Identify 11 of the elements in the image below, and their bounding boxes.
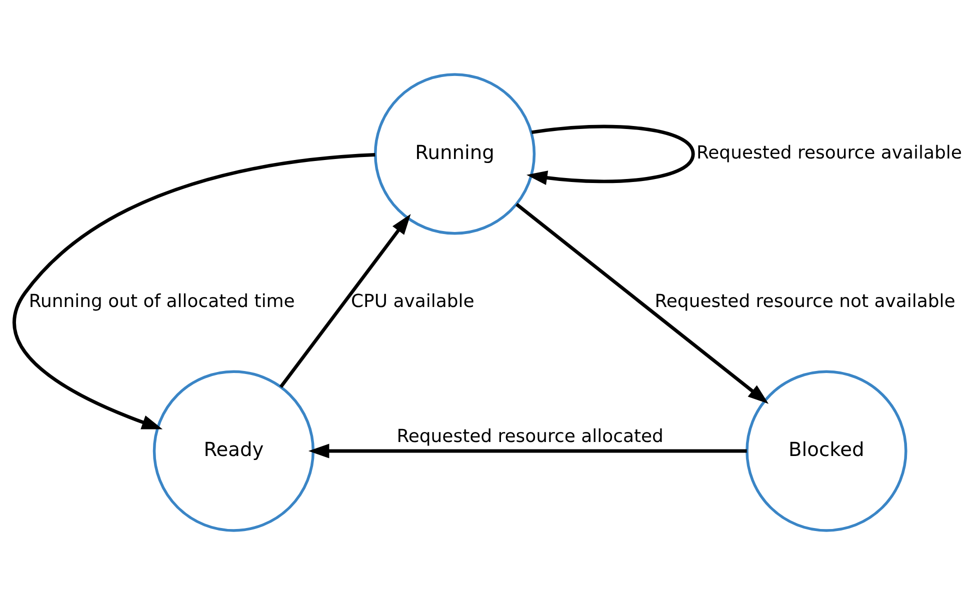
arrow xyxy=(12,153,376,430)
arrow xyxy=(279,214,411,388)
arrow xyxy=(515,202,769,404)
arrow xyxy=(526,124,695,186)
edge-label: Running out of allocated time xyxy=(28,291,295,312)
edge-label: Requested resource allocated xyxy=(396,426,664,447)
arrow xyxy=(308,444,747,458)
node-circle: Ready xyxy=(152,370,315,532)
edge-label: CPU available xyxy=(351,291,474,312)
edge-label: Requested resource not available xyxy=(654,291,956,312)
edge-label: Requested resource available xyxy=(696,142,962,164)
